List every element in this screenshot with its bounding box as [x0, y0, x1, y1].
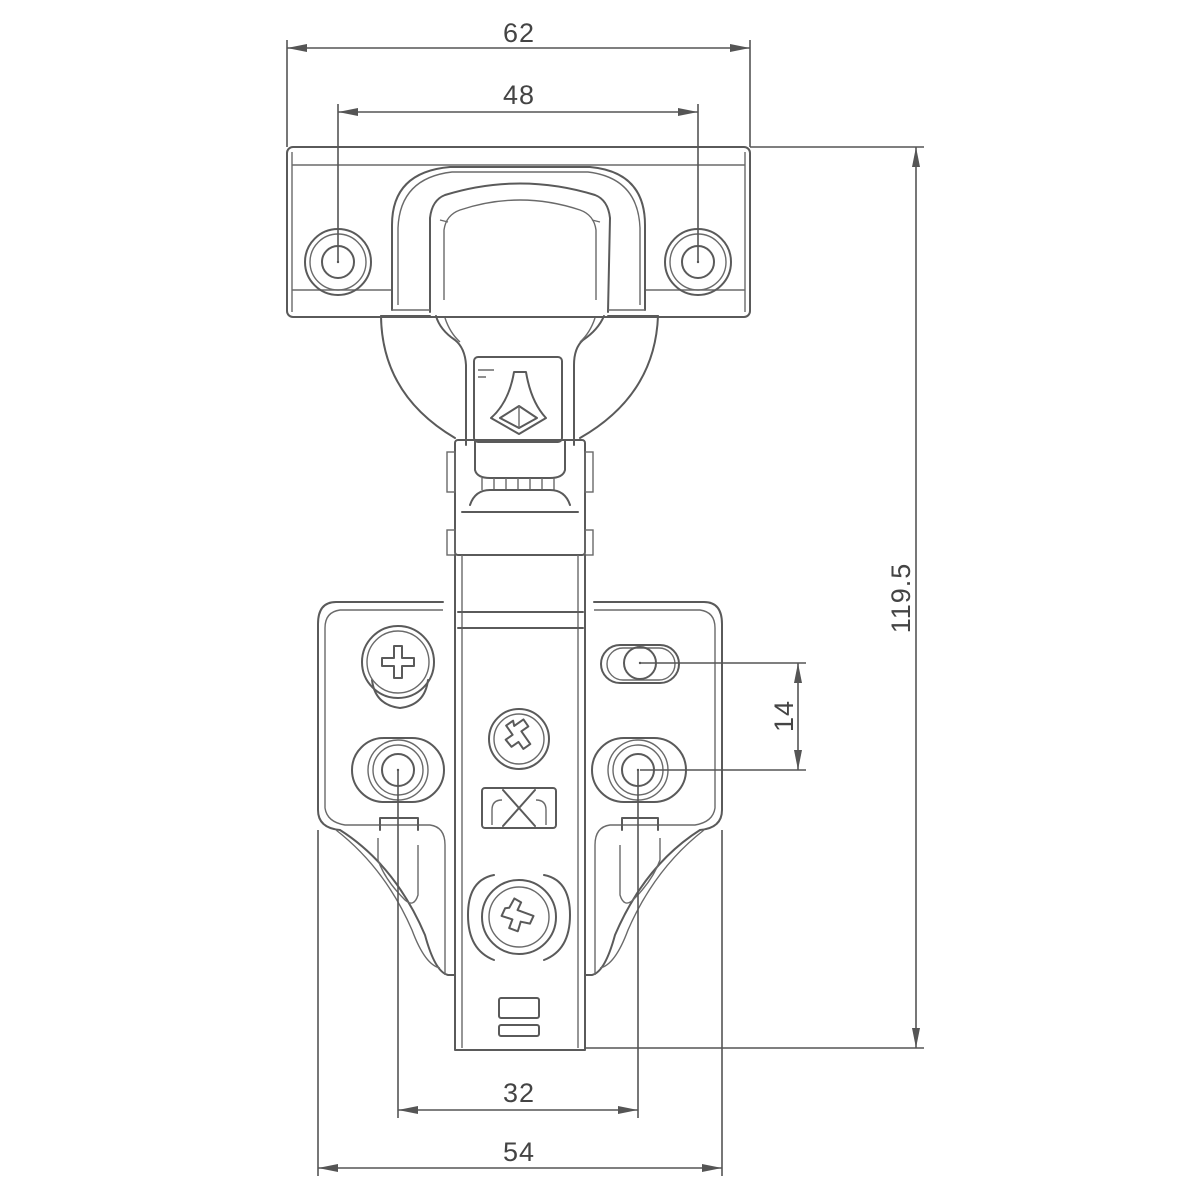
dimension-label-54: 54: [503, 1137, 535, 1167]
cup-arch: [391, 166, 646, 313]
dimension-label-119-5: 119.5: [886, 563, 916, 634]
dimension-54: 54: [317, 830, 723, 1176]
hinge-cam: [380, 315, 659, 439]
dimension-48: 48: [337, 80, 699, 262]
hinge-arm: [454, 554, 586, 1051]
dimension-label-14: 14: [769, 700, 799, 732]
x-logo-badge: [481, 787, 557, 829]
adjustment-screw-depth: [488, 708, 550, 770]
adjustment-screw-side: [467, 874, 571, 961]
dimension-32: 32: [397, 770, 639, 1118]
hinge-knuckle: [446, 439, 594, 556]
dimension-label-62: 62: [503, 18, 535, 48]
slot-hole-upper-right: [600, 644, 680, 684]
mounting-plate-right: [584, 601, 723, 976]
hinge-neck: [435, 315, 605, 446]
lock-block: [473, 356, 563, 443]
dimension-label-48: 48: [503, 80, 535, 110]
brand-triangle-logo: [490, 371, 547, 435]
dimension-119-5: 119.5: [585, 146, 924, 1049]
slot-hole-left: [351, 737, 445, 803]
dimension-label-32: 32: [503, 1078, 535, 1108]
dimension-14: 14: [640, 662, 806, 771]
arm-slot-upper: [498, 997, 540, 1019]
dimension-62: 62: [286, 18, 751, 147]
mounting-plate-left: [317, 601, 456, 976]
arm-slot-lower: [498, 1024, 540, 1037]
screw-head-left: [361, 625, 435, 709]
hinge-cup-plate: [286, 146, 751, 318]
